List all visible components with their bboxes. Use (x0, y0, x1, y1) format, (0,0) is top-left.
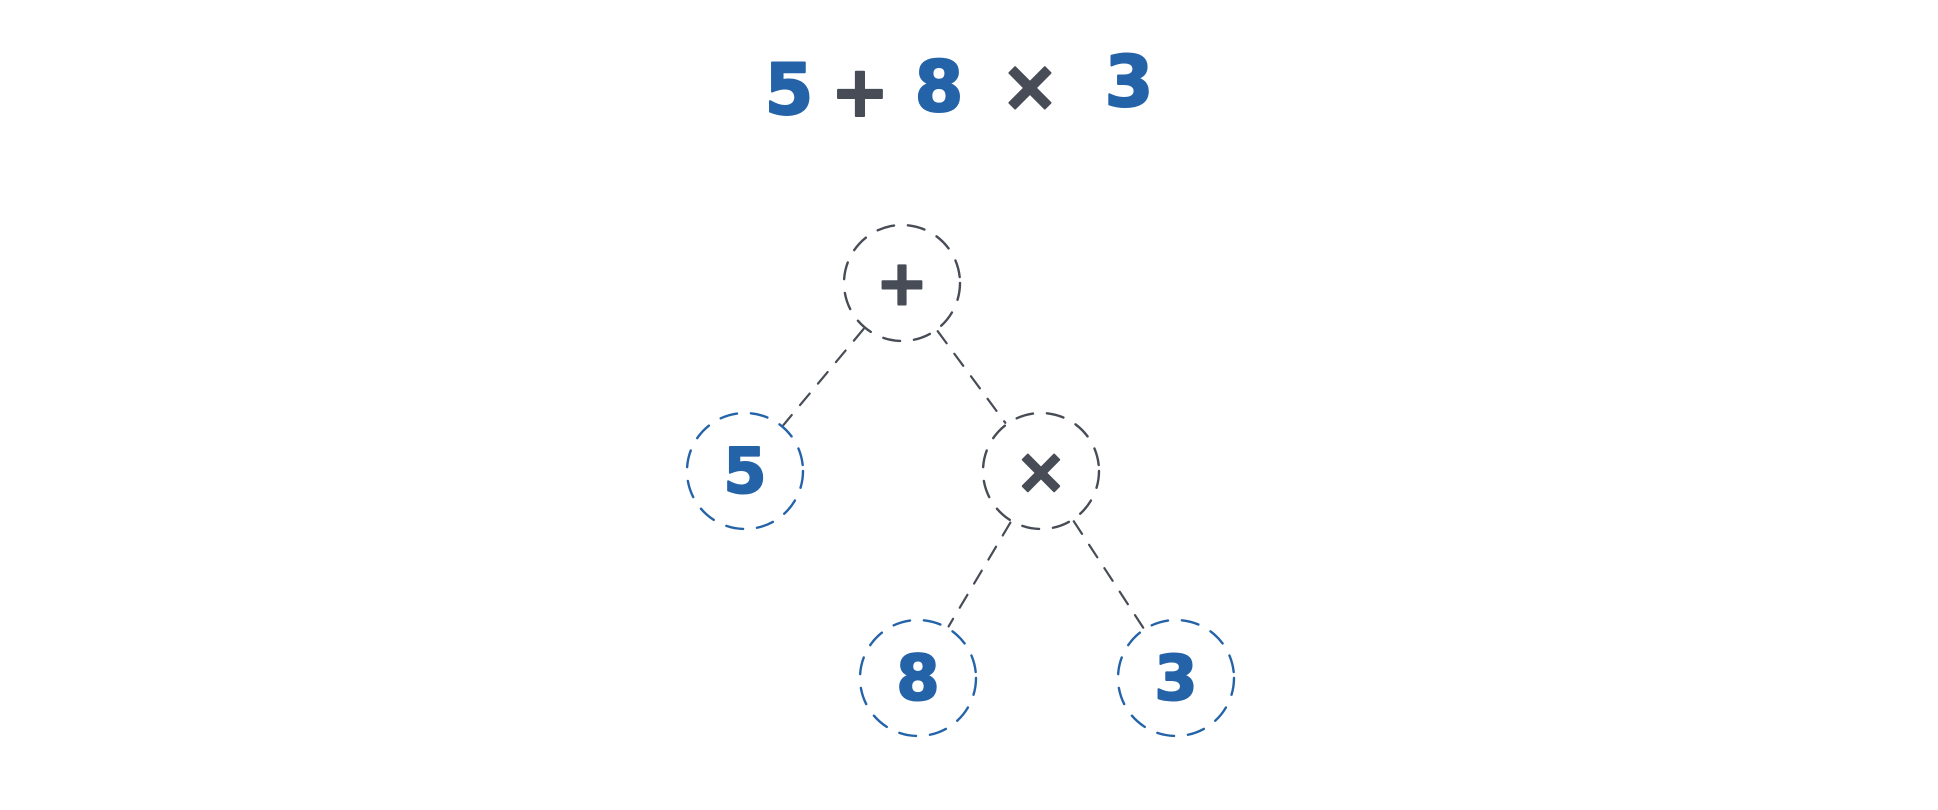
tree-node-3: 3 (1116, 618, 1236, 738)
node-ring-5 (685, 411, 805, 531)
edge-times-to-8 (947, 521, 1012, 628)
node-ring-8 (858, 618, 978, 738)
node-label-3: 3 (1154, 642, 1197, 715)
expression-token-times: × (1001, 45, 1060, 127)
node-label-8: 8 (896, 642, 939, 715)
expression-row: 5 + 8 × 3 (764, 40, 1155, 134)
node-ring-3 (1116, 618, 1236, 738)
edge-times-to-3 (1072, 520, 1145, 629)
node-ring-plus (842, 223, 962, 343)
tree-node-plus: + (842, 223, 962, 343)
edge-plus-to-times (936, 330, 1007, 424)
tree-node-times: × (981, 411, 1101, 531)
node-label-plus: + (876, 247, 928, 320)
tree-nodes: + 5 × 8 3 (685, 223, 1236, 738)
expression-token-plus: + (831, 51, 890, 133)
node-label-5: 5 (723, 435, 766, 508)
tree-node-8: 8 (858, 618, 978, 738)
expression-token-8: 8 (915, 46, 964, 128)
tree-node-5: 5 (685, 411, 805, 531)
expression-token-5: 5 (765, 49, 814, 131)
node-ring-times (981, 411, 1101, 531)
edge-plus-to-5 (782, 328, 865, 426)
expression-token-3: 3 (1105, 41, 1154, 123)
node-label-times: × (1015, 435, 1067, 508)
tree-edges (782, 328, 1145, 629)
